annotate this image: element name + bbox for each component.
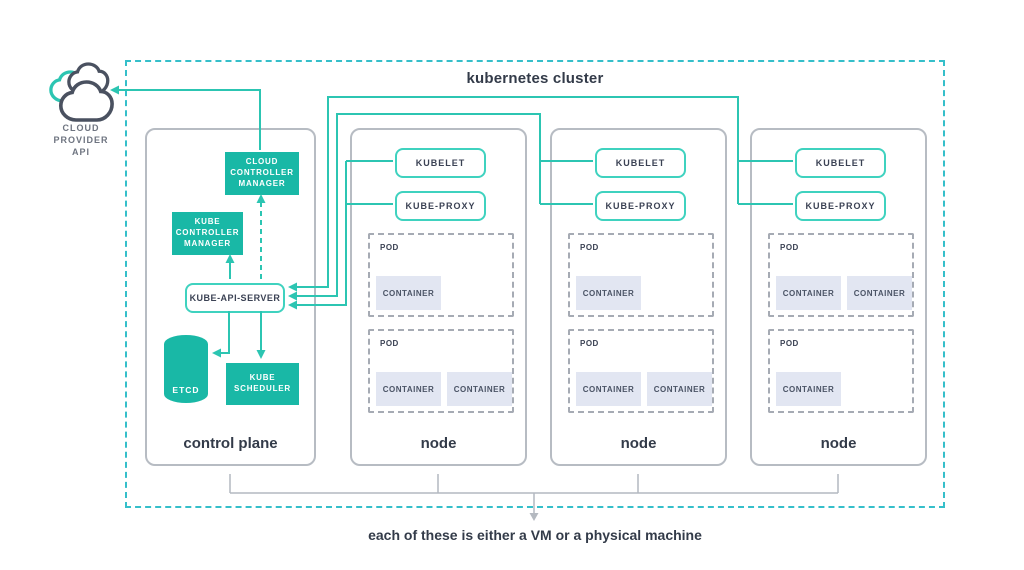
containers-row: CONTAINER bbox=[376, 276, 441, 310]
containers-row: CONTAINER bbox=[776, 372, 841, 406]
control-plane-label: control plane bbox=[183, 435, 278, 452]
kubelet-box: KUBELET bbox=[795, 148, 886, 178]
pod-label: POD bbox=[580, 339, 599, 348]
kube-proxy-box: KUBE-PROXY bbox=[795, 191, 886, 221]
pod-label: POD bbox=[780, 243, 799, 252]
container-box: CONTAINER bbox=[376, 372, 441, 406]
container-box: CONTAINER bbox=[776, 276, 841, 310]
cluster-title: kubernetes cluster bbox=[466, 70, 604, 87]
kubelet-box: KUBELET bbox=[595, 148, 686, 178]
container-box: CONTAINER bbox=[647, 372, 712, 406]
pod-box: POD CONTAINER bbox=[568, 233, 714, 317]
cloud-provider-api-icon bbox=[49, 62, 114, 122]
container-box: CONTAINER bbox=[776, 372, 841, 406]
cloud-controller-manager-box: CLOUD CONTROLLER MANAGER bbox=[225, 152, 299, 195]
container-box: CONTAINER bbox=[847, 276, 912, 310]
pod-box: POD CONTAINER bbox=[368, 233, 514, 317]
container-box: CONTAINER bbox=[447, 372, 512, 406]
etcd-label: ETCD bbox=[172, 385, 200, 395]
node-box-1: KUBELET KUBE-PROXY POD CONTAINER POD CONTAI… bbox=[350, 128, 527, 466]
pod-label: POD bbox=[380, 243, 399, 252]
node-label: node bbox=[620, 435, 657, 452]
kube-proxy-box: KUBE-PROXY bbox=[595, 191, 686, 221]
node-box-2: KUBELET KUBE-PROXY POD CONTAINER POD CONTAI… bbox=[550, 128, 727, 466]
control-plane-box: CLOUD CONTROLLER MANAGER KUBE CONTROLLER… bbox=[145, 128, 316, 466]
container-box: CONTAINER bbox=[376, 276, 441, 310]
etcd-cylinder-shape bbox=[164, 335, 208, 403]
arrowhead-bracket-down bbox=[529, 513, 539, 521]
container-box: CONTAINER bbox=[576, 372, 641, 406]
cloud-shape-dark-front bbox=[58, 80, 114, 122]
kubelet-box: KUBELET bbox=[395, 148, 486, 178]
etcd-cylinder: ETCD bbox=[163, 334, 209, 404]
pod-box: POD CONTAINER bbox=[768, 329, 914, 413]
cloud-label-line3: API bbox=[71, 147, 90, 157]
cloud-label-line1: CLOUD bbox=[62, 123, 100, 133]
kube-api-server-box: KUBE-API-SERVER bbox=[185, 283, 285, 313]
kube-controller-manager-box: KUBE CONTROLLER MANAGER bbox=[172, 212, 243, 255]
pod-label: POD bbox=[380, 339, 399, 348]
caption: each of these is either a VM or a physic… bbox=[368, 527, 702, 543]
pod-label: POD bbox=[780, 339, 799, 348]
kube-scheduler-box: KUBE SCHEDULER bbox=[226, 363, 299, 405]
containers-row: CONTAINER bbox=[576, 276, 641, 310]
node-label: node bbox=[420, 435, 457, 452]
container-box: CONTAINER bbox=[576, 276, 641, 310]
cloud-provider-api-label: CLOUD PROVIDER API bbox=[36, 122, 126, 158]
pod-label: POD bbox=[580, 243, 599, 252]
cloud-label-line2: PROVIDER bbox=[53, 135, 109, 145]
node-label: node bbox=[820, 435, 857, 452]
kube-proxy-box: KUBE-PROXY bbox=[395, 191, 486, 221]
